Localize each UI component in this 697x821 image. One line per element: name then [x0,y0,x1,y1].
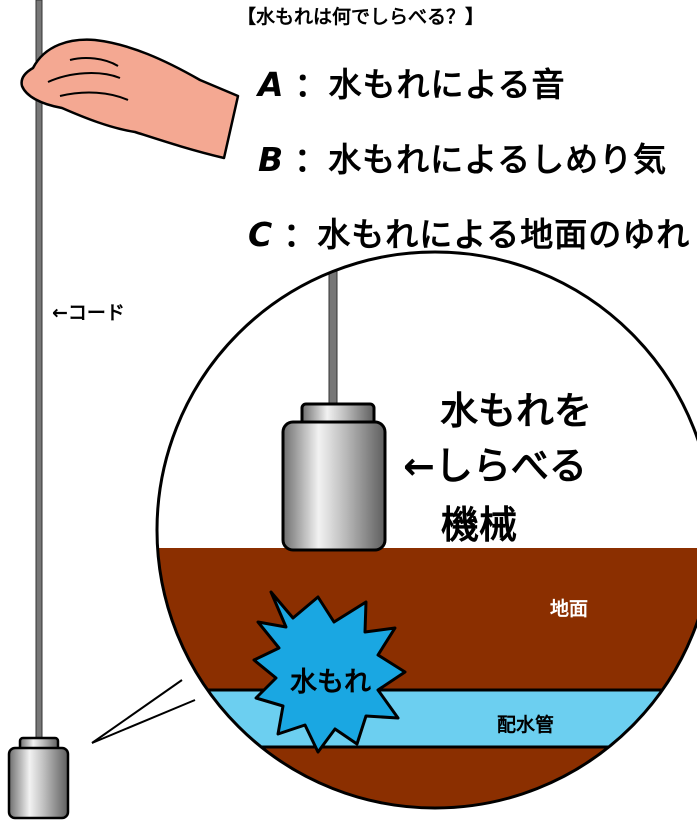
option-a: A：水もれによる音 [258,58,566,106]
magnified-view [157,252,697,808]
magnifier-circle [155,250,697,810]
ground-layer [157,548,697,808]
option-c-text: 水もれによる地面のゆれ [317,215,691,254]
option-a-text: 水もれによる音 [328,65,566,104]
device-label-line2: ←しらべる [403,444,587,488]
ground-label: 地面 [550,598,589,620]
leak-burst [252,590,407,754]
leak-detector-device-small [7,736,70,820]
pipe-label: 配水管 [497,714,555,736]
option-b: B：水もれによるしめり気 [258,133,667,181]
hand-icon [20,38,240,160]
device-cord-large [328,252,338,409]
cord-label: ←コード [52,302,125,324]
option-a-sep: ： [294,65,329,104]
question-heading: 【水もれは何でしらべる？】 [237,6,485,28]
option-a-key: A [258,65,285,104]
option-b-text: 水もれによるしめり気 [328,140,668,179]
cord [35,0,43,743]
option-c-sep: ： [283,215,318,254]
option-c-key: C [248,215,274,254]
option-b-key: B [258,140,285,179]
device-label-line1: 水もれを [440,389,593,433]
zoom-lines [91,679,196,744]
device-label-line3: 機械 [441,503,518,547]
leak-label: 水もれ [290,667,371,698]
option-b-sep: ： [294,140,329,179]
option-c: C：水もれによる地面のゆれ [248,208,690,256]
leak-detector-device-large [281,402,387,552]
